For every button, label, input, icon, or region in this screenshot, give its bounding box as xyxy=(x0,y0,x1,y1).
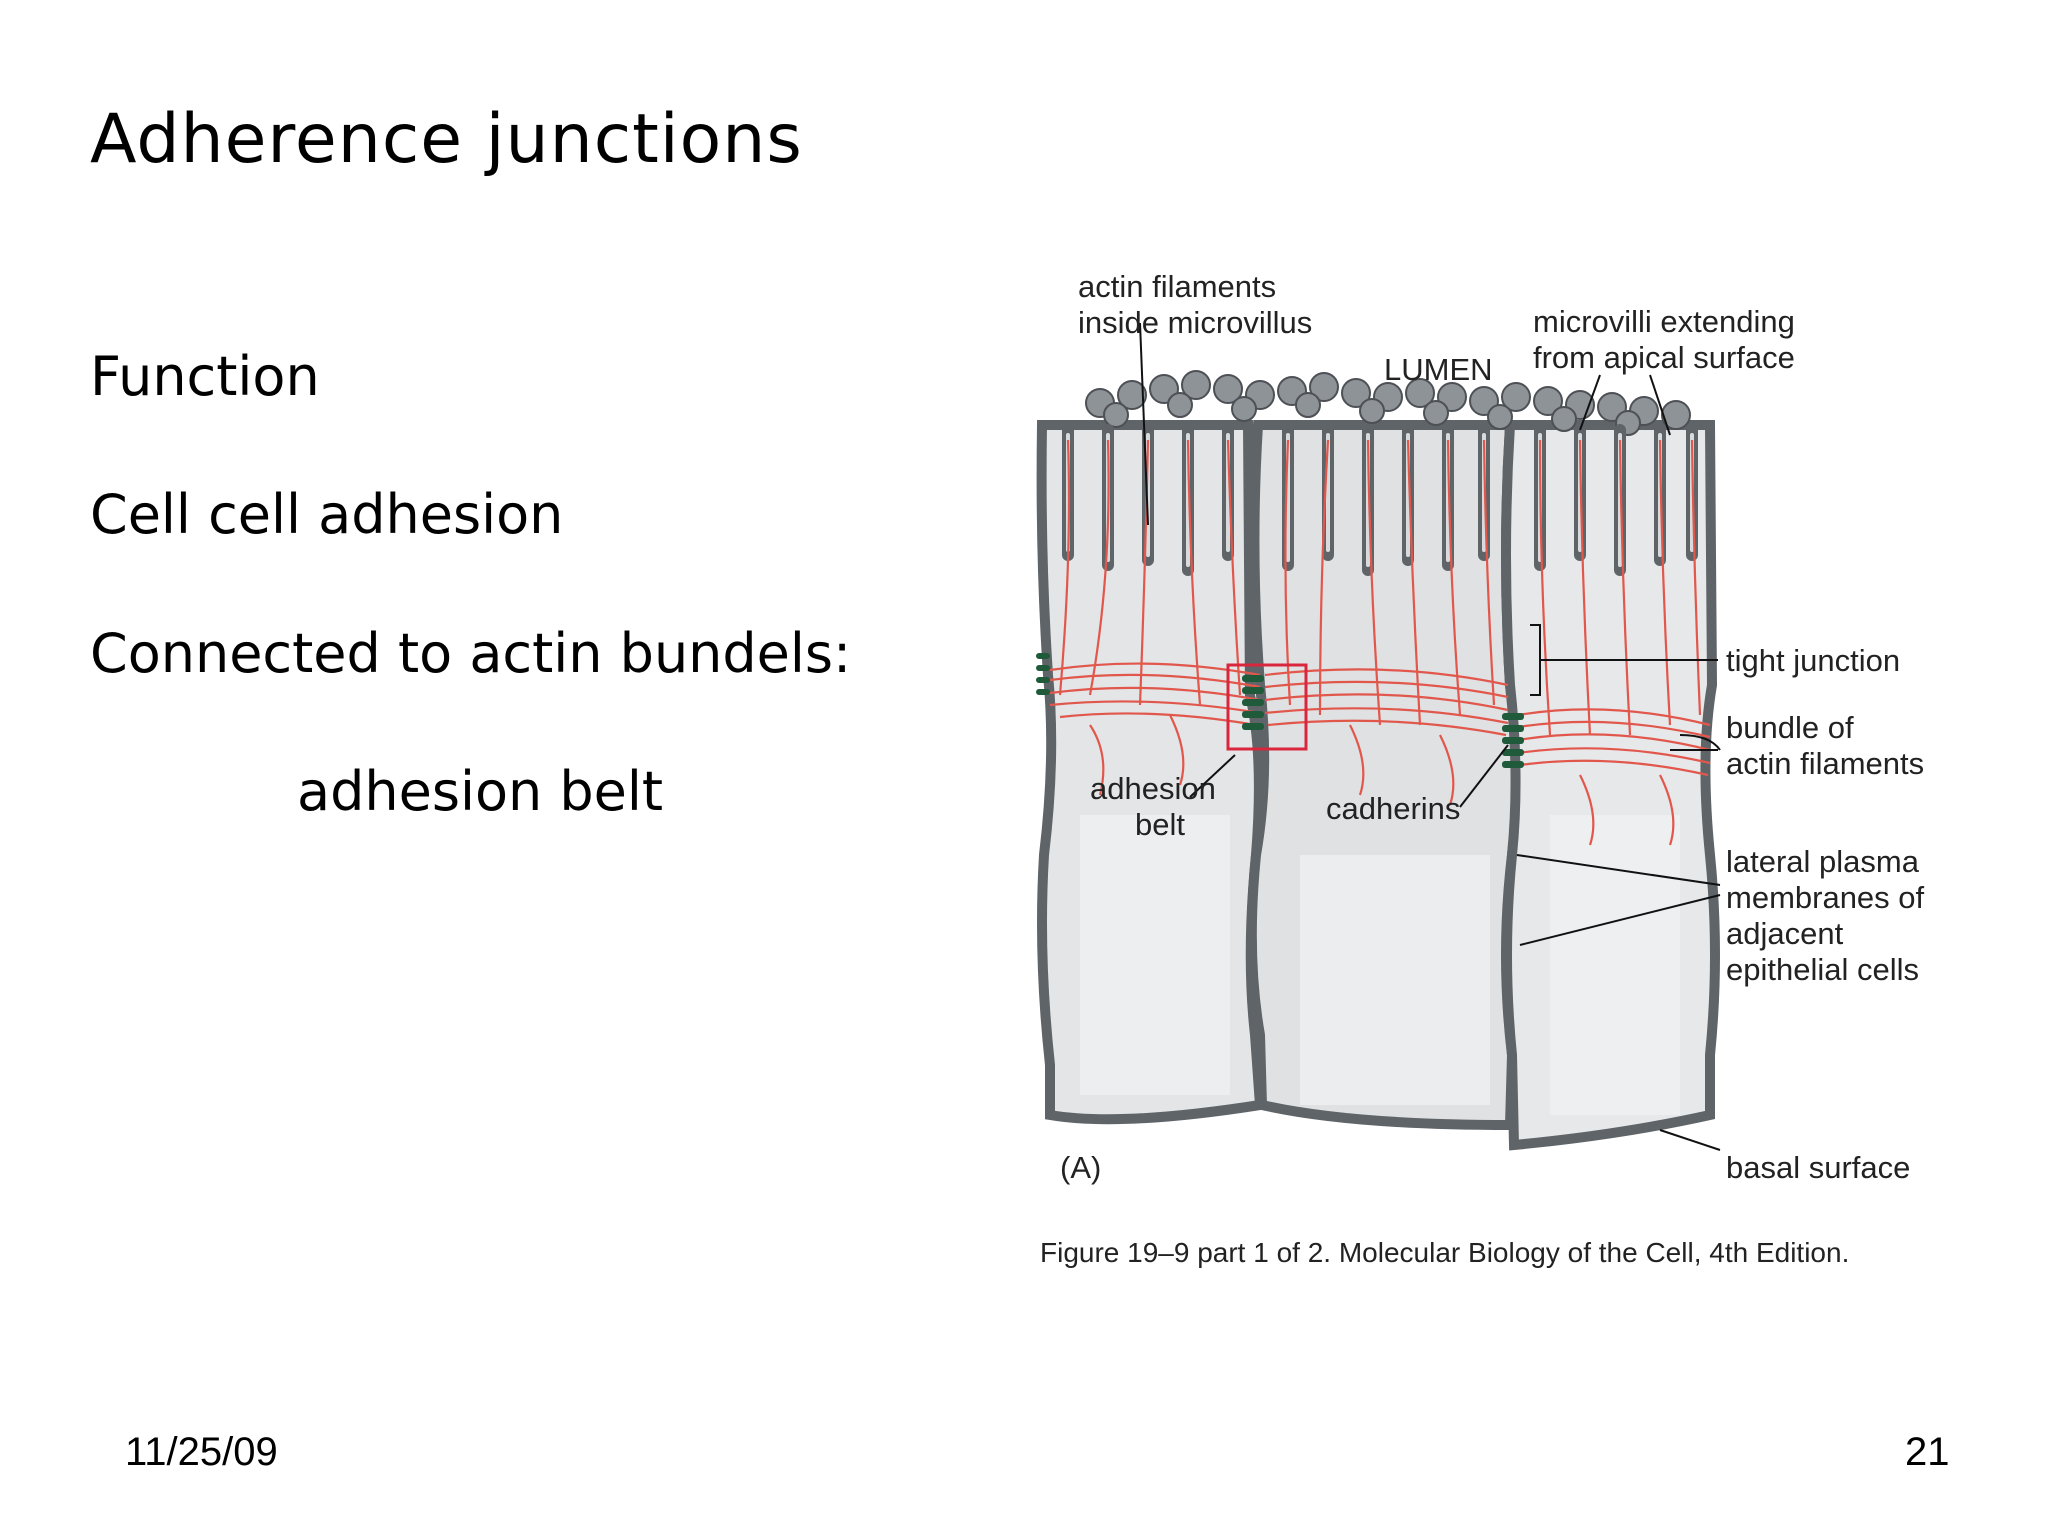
label-basal-surface: basal surface xyxy=(1726,1150,1910,1185)
label-bundle-line2: actin filaments xyxy=(1726,746,1924,781)
epithelial-cells xyxy=(1036,420,1720,1151)
label-cadherins: cadherins xyxy=(1326,791,1460,826)
label-lateral-line1: lateral plasma xyxy=(1726,844,1920,879)
adhesion-belt-highlight-box xyxy=(1226,663,1308,751)
slide-date: 11/25/09 xyxy=(125,1430,278,1474)
sub-bullet-adhesion-belt: adhesion belt xyxy=(297,760,664,823)
bullet-function: Function xyxy=(90,345,320,408)
label-adhesion-belt-line1: adhesion xyxy=(1090,771,1216,806)
microvilli-tips xyxy=(1085,370,1691,436)
label-lateral-line3: adjacent xyxy=(1726,916,1844,951)
leader-lines xyxy=(1139,322,1721,1151)
bullet-actin-bundles: Connected to actin bundels: xyxy=(90,622,852,685)
slide-page-number: 21 xyxy=(1905,1430,1950,1474)
label-panel-a: (A) xyxy=(1060,1150,1101,1185)
figure-caption: Figure 19–9 part 1 of 2. Molecular Biolo… xyxy=(1040,1237,1849,1268)
label-microvilli-line1: microvilli extending xyxy=(1533,304,1795,339)
label-actin-filaments-line2: inside microvillus xyxy=(1078,305,1312,340)
slide-title: Adherence junctions xyxy=(90,100,803,179)
label-lateral-line2: membranes of xyxy=(1726,880,1925,915)
actin-filaments xyxy=(1049,439,1711,846)
label-actin-filaments-line1: actin filaments xyxy=(1078,269,1276,304)
label-lateral-line4: epithelial cells xyxy=(1726,952,1919,987)
label-lumen: LUMEN xyxy=(1384,352,1493,387)
bullet-cell-adhesion: Cell cell adhesion xyxy=(90,483,564,546)
label-tight-junction: tight junction xyxy=(1726,643,1900,678)
cadherin-junctions xyxy=(1036,653,1524,768)
label-bundle-line1: bundle of xyxy=(1726,710,1854,745)
epithelial-cell-figure: actin filaments inside microvillus LUMEN… xyxy=(1020,255,2020,1295)
label-microvilli-line2: from apical surface xyxy=(1533,340,1795,375)
label-adhesion-belt-line2: belt xyxy=(1135,807,1185,842)
